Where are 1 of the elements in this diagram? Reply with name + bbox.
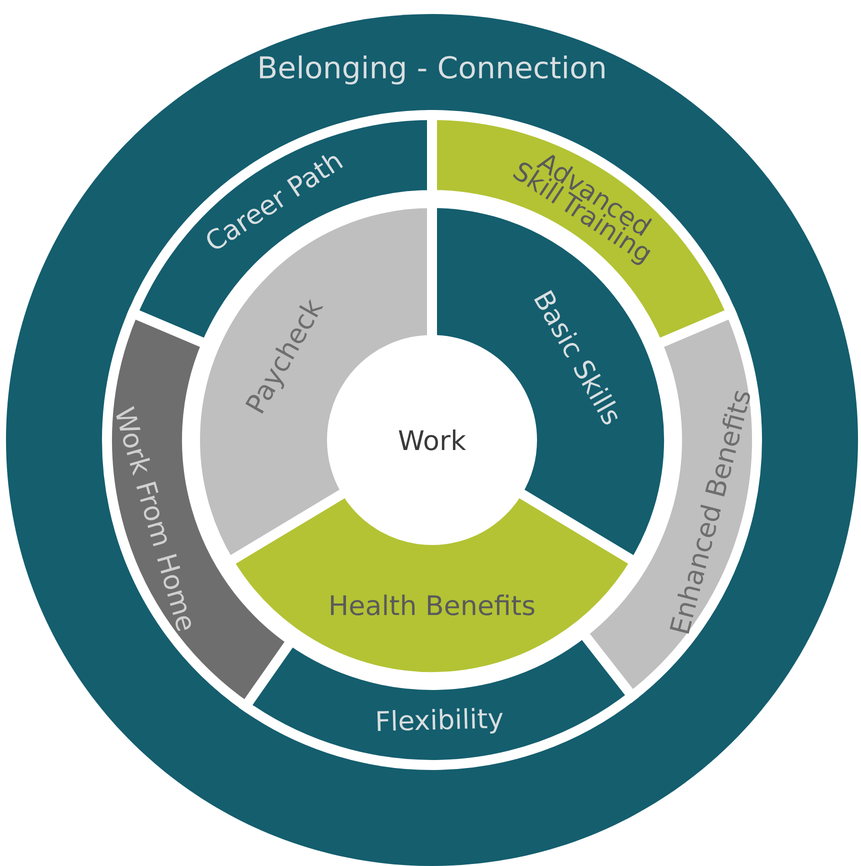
node-label: Flexibility xyxy=(377,708,503,734)
